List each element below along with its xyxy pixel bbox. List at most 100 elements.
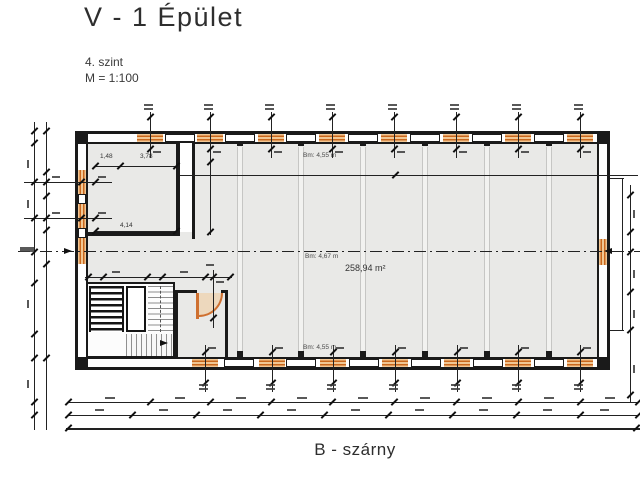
drawing-title: V - 1 Épület [84,2,244,32]
column-base [484,141,490,146]
dimension-text-micro [583,151,591,153]
dimension-text-micro [521,151,529,153]
room-wall [88,232,180,236]
dimension-text-micro [460,347,468,349]
small-room-wall [175,290,197,293]
room-wall [176,143,180,236]
column-pipe [360,147,366,352]
ceiling-height-bottom-label: Bm: 4,55 m [303,344,337,351]
dimension-text-micro [633,365,635,373]
stair-flight-up [89,286,124,332]
dimension-text-micro [98,176,106,178]
section-line [180,175,638,176]
dimension-text-micro [633,310,635,318]
room-dim-label: 4,14 [120,222,133,229]
dimension-text-micro [574,388,583,390]
window-axis-line [518,345,519,392]
centerline [18,251,640,252]
dim-chain-left [46,122,47,430]
dimension-text-micro [159,409,168,411]
stair-landing [126,286,146,332]
dimension-text-micro [388,104,397,106]
wall-corner [75,357,88,370]
dimension-text-micro [543,409,552,411]
dimension-text-micro [605,397,615,399]
room-dim-label: 3,78 [140,153,153,160]
window-axis-line [457,345,458,392]
dimension-text-micro [175,397,185,399]
column-base [298,141,304,146]
shaft-wall [192,143,195,239]
dimension-text-micro [326,108,335,110]
dimension-text-micro [27,380,29,388]
window-sill [411,359,441,367]
window-axis-line [395,345,396,392]
dimension-text-micro [327,384,336,386]
dimension-text-micro [600,409,609,411]
wing-label: B - szárny [314,440,396,459]
dimension-text-micro [459,151,467,153]
column-base [237,351,243,357]
dimension-text-micro [287,409,296,411]
dimension-text-micro [112,271,120,273]
dimension-text-micro [326,104,335,106]
column-pipe [546,147,552,352]
ceiling-height-top-label: Bm: 4,55 m [303,152,337,159]
room-area-label: 258,94 m² [345,263,386,273]
stair-centerline [160,286,161,332]
dimension-text-micro [223,409,232,411]
window-axis-line [518,112,519,158]
dimension-text-micro [512,384,521,386]
dim-chain-left [34,122,35,430]
column-pipe [422,147,428,352]
stairs-dim-line [85,277,232,278]
dimension-tick [634,411,640,419]
right-wall-step [610,178,624,179]
window-dim-line [24,182,112,183]
wall-corner [75,131,88,144]
column-base [546,141,552,146]
dimension-text-micro [275,347,283,349]
room-vdim-line [210,158,211,235]
dimension-text-micro [335,151,343,153]
dimension-text-micro [144,108,153,110]
dimension-text-micro [153,151,161,153]
window-axis-line [456,112,457,158]
stair-flight-lower [126,334,173,356]
dimension-text-micro [420,397,430,399]
dimension-text-micro [398,347,406,349]
dimension-text-micro [574,108,583,110]
dimension-text-micro [583,347,591,349]
dimension-text-micro [512,108,521,110]
dimension-text-micro [105,397,115,399]
floor-label: 4. szint [85,55,124,69]
dimension-text-micro [20,247,34,252]
dimension-text-micro [204,108,213,110]
window-axis-line [580,345,581,392]
dimension-text-micro [574,104,583,106]
dimension-text-micro [265,104,274,106]
column-base [237,141,243,146]
window-axis-line [332,112,333,158]
dim-chain-right [630,185,631,402]
window-sill [349,359,379,367]
window-sill [78,228,86,238]
dimension-text-micro [479,409,488,411]
dimension-text-micro [52,212,60,214]
right-wall-step [622,178,623,330]
dimension-text-micro [388,108,397,110]
dimension-text-micro [180,271,188,273]
dimension-text-micro [236,397,246,399]
window-axis-line [272,345,273,392]
dimension-text-micro [208,347,216,349]
dimension-text-micro [450,108,459,110]
column-pipe [298,147,304,352]
dimension-text-micro [574,384,583,386]
window-axis-line [205,345,206,392]
small-room-wall [221,290,228,293]
small-room-wall [175,290,178,358]
window-axis-line [580,112,581,158]
dimension-tick [634,398,640,406]
dimension-text-micro [451,388,460,390]
